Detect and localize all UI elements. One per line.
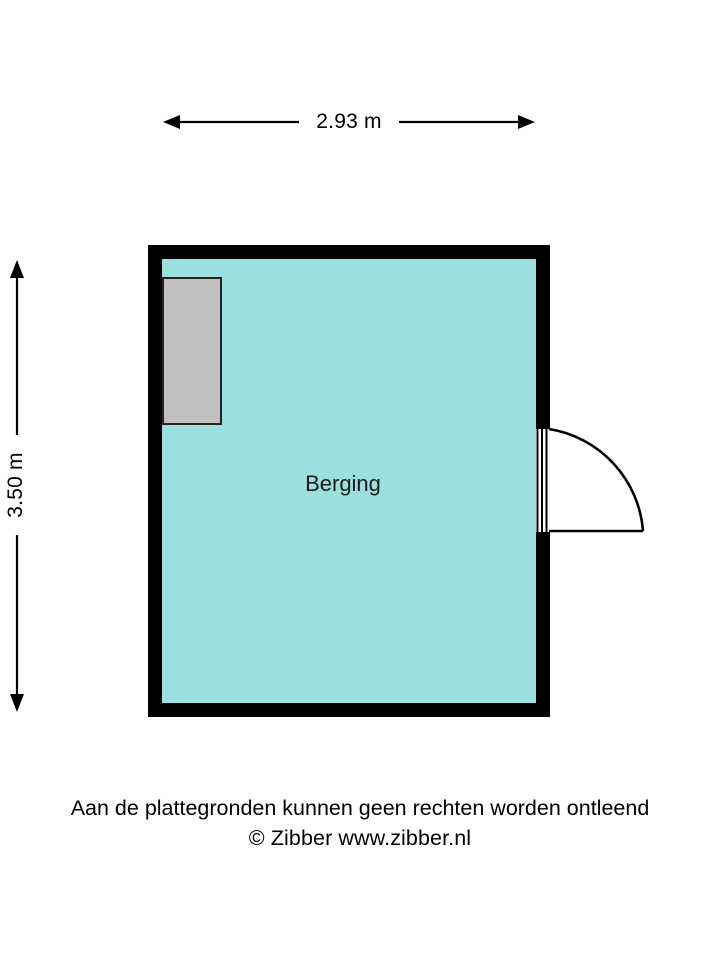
fixture-cabinet [162,277,222,425]
room-label-berging: Berging [305,471,381,496]
dimension-horizontal [163,115,535,129]
dimension-label-height: 3.50 m [1,435,31,535]
cabinet-body [162,277,222,425]
dimension-label-width: 2.93 m [299,107,399,137]
room-walls [148,245,550,717]
footer-disclaimer: Aan de plattegronden kunnen geen rechten… [70,796,650,820]
door-entry [536,427,645,533]
footer-copyright: © Zibber www.zibber.nl [248,826,472,850]
arrow-up-icon [10,260,24,278]
room-floor-berging [162,259,536,703]
arrow-left-icon [163,115,180,129]
dimension-vertical [10,260,24,712]
arrow-down-icon [10,694,24,712]
footer: Aan de plattegronden kunnen geen rechten… [0,793,720,853]
arrow-right-icon [518,115,535,129]
door-swing-arc [548,427,645,532]
